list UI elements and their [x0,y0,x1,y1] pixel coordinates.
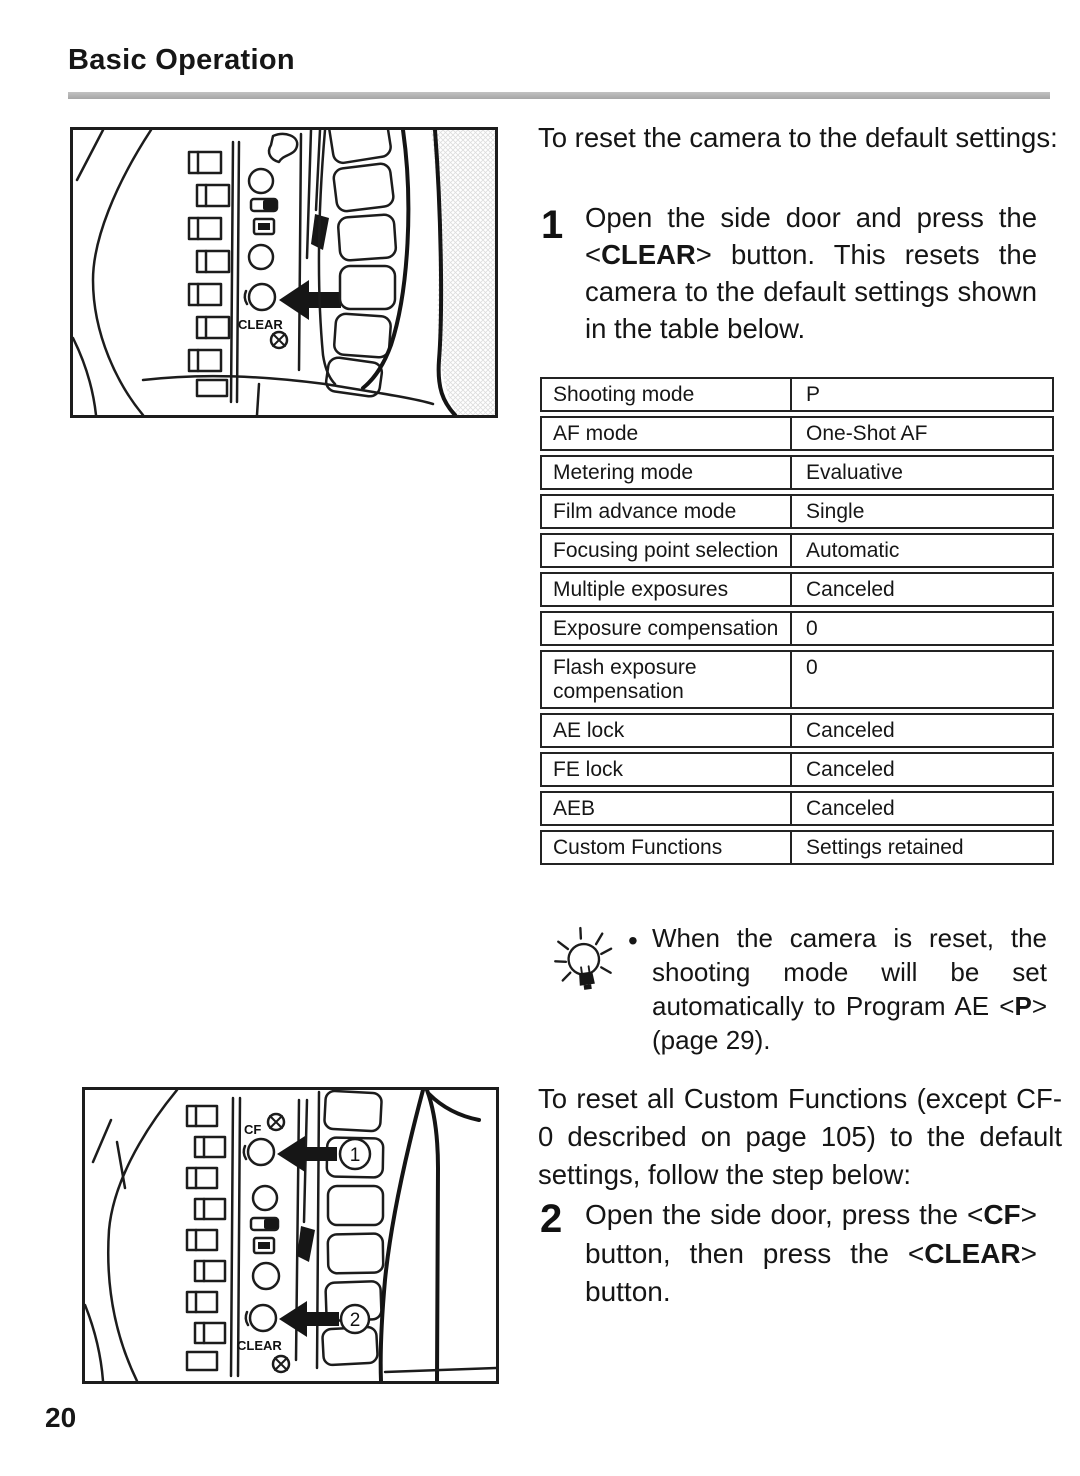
setting-label: Flash exposure compensation [542,652,792,707]
fig2-clear-label: CLEAR [237,1338,282,1353]
screw-icon [266,1112,286,1132]
hinge-brackets [185,1104,227,1372]
note-text: When the camera is reset, the shooting m… [652,923,1047,1055]
page-number: 20 [45,1402,77,1433]
open-side-door [321,1090,425,1381]
camera-back-edge [383,1090,496,1381]
setting-value: Automatic [806,539,900,562]
setting-label: Metering mode [542,457,792,488]
setting-value: Settings retained [806,836,964,859]
table-row: AF mode One-Shot AF [540,416,1054,451]
cf-button [246,1137,276,1167]
camera-bottom [141,374,435,415]
setting-value: Single [806,500,865,523]
setting-value: One-Shot AF [806,422,928,445]
setting-label: Focusing point selection [542,535,792,566]
press-arrow-2 [279,1301,339,1337]
screw-icon-2 [271,1354,291,1374]
lightbulb-icon [552,925,618,1003]
hinge-brackets [187,150,231,398]
camera-illustration-1: CLEAR [73,130,495,415]
setting-value: P [806,383,821,406]
setting-value: Canceled [806,578,895,601]
control-panel: CF CLEAR [229,1090,321,1378]
setting-value: Canceled [806,797,895,820]
press-arrow [279,280,341,320]
table-row: Metering mode Evaluative [540,455,1054,490]
panel-button-icon-2 [247,243,275,271]
camera-back-edge [433,130,457,415]
camera-grip [85,1090,179,1381]
step2-number: 2 [540,1197,563,1241]
clear-button [247,282,277,312]
note-bullet: • [628,925,638,956]
table-row: Flash exposure compensation 0 [540,650,1054,709]
fig1-clear-label: CLEAR [238,317,283,332]
table-row: AEB Canceled [540,791,1054,826]
setting-value: Canceled [806,719,895,742]
callout-1: 1 [338,1137,372,1171]
panel-button-icon [247,167,275,195]
callout-2-number: 2 [350,1310,361,1331]
setting-label: Film advance mode [542,496,792,527]
table-row: AE lock Canceled [540,713,1054,748]
table-row: Film advance mode Single [540,494,1054,529]
setting-label: Shooting mode [542,379,792,410]
camera-grip [73,130,153,415]
open-side-door [317,130,411,398]
table-row: Multiple exposures Canceled [540,572,1054,607]
setting-value: Evaluative [806,461,903,484]
control-panel: CLEAR [229,132,303,404]
setting-label: AF mode [542,418,792,449]
screw-icon [269,330,289,350]
figure-camera-clear-button: CLEAR [70,127,498,418]
section-title: Basic Operation [68,44,295,76]
film-icon [252,1236,276,1255]
fig2-cf-label: CF [244,1122,261,1137]
settings-table: Shooting mode P AF mode One-Shot AF Metering… [540,377,1054,869]
setting-value: 0 [806,617,818,640]
callout-1-number: 1 [350,1145,361,1166]
panel-button-icon-2 [251,1261,281,1291]
callout-2: 2 [339,1303,371,1335]
setting-label: AEB [542,793,792,824]
intro-paragraph-1: To reset the camera to the default setti… [538,122,1058,153]
section-title-rule [68,92,1050,99]
step2-text: Open the side door, press the <CF> butto… [585,1199,1037,1307]
setting-label: FE lock [542,754,792,785]
setting-value: 0 [806,656,818,679]
step1-number: 1 [541,203,564,247]
press-arrow-1 [277,1136,337,1172]
setting-value: Canceled [806,758,895,781]
setting-label: Custom Functions [542,832,792,863]
setting-label: Exposure compensation [542,613,792,644]
figure-camera-cf-clear-buttons: CF CLEAR [82,1087,499,1384]
clear-button [248,1303,278,1333]
table-row: Custom Functions Settings retained [540,830,1054,865]
background-hatch [431,130,495,415]
table-row: Shooting mode P [540,377,1054,412]
remote-socket [267,132,299,164]
setting-label: AE lock [542,715,792,746]
table-row: Exposure compensation 0 [540,611,1054,646]
film-icon [252,217,276,236]
setting-label: Multiple exposures [542,574,792,605]
intro-paragraph-2: To reset all Custom Functions (except CF… [538,1083,1062,1190]
step1-text: Open the side door and press the <CLEAR>… [585,202,1037,344]
camera-illustration-2: CF CLEAR [85,1090,496,1381]
panel-button-icon [251,1184,279,1212]
table-row: FE lock Canceled [540,752,1054,787]
table-row: Focusing point selection Automatic [540,533,1054,568]
